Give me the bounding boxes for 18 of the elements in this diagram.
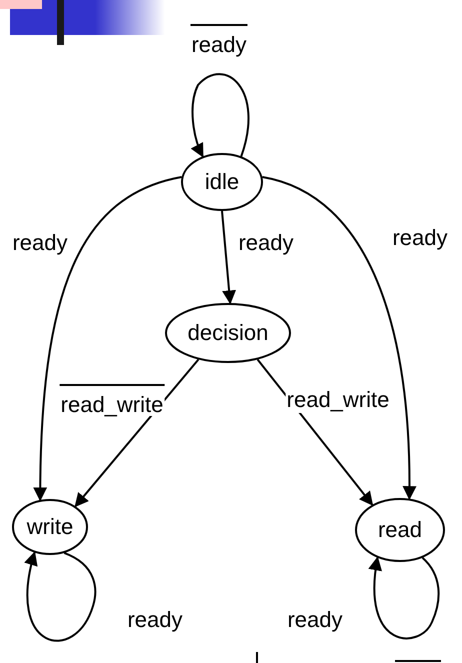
arrow (262, 176, 416, 500)
negated-edge-label: read_write (60, 384, 164, 416)
negated-edge-label: ready (190, 24, 248, 56)
arrow (33, 176, 182, 502)
state-name: write (26, 514, 74, 540)
arrow (74, 358, 200, 508)
state-name: read (376, 517, 424, 543)
state-ellipse (355, 498, 445, 562)
arrow (256, 358, 374, 506)
state-name: idle (204, 169, 240, 195)
arrow (221, 210, 236, 304)
state-ellipse (12, 499, 88, 555)
state-ellipse (165, 303, 291, 363)
self-loop-arrow (368, 556, 440, 640)
state-name: decision (186, 320, 270, 346)
self-loop-arrow (24, 551, 96, 642)
state-ellipse (181, 153, 263, 211)
self-loop-arrow (191, 73, 250, 158)
